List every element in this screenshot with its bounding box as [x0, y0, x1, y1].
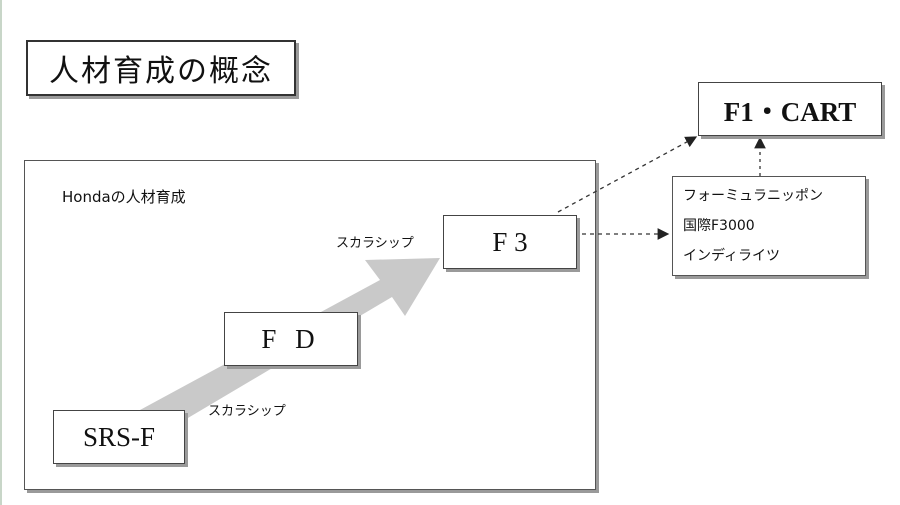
- left-edge-line: [0, 0, 2, 505]
- f3-box: F 3: [443, 215, 577, 269]
- f3-to-f1-dashed-arrow: [557, 136, 698, 213]
- srs-f-box: SRS-F: [53, 410, 185, 464]
- fd-box: F D: [224, 312, 358, 366]
- f1-cart-box: F1・CART: [698, 82, 882, 136]
- series-item-formula-nippon: フォーミュラニッポン: [683, 188, 823, 204]
- series-item-f3000: 国際F3000: [683, 218, 755, 234]
- page-title: 人材育成の概念: [26, 40, 296, 96]
- scholarship-label-lower: スカラシップ: [208, 404, 286, 419]
- series-item-indy-lights: インディライツ: [683, 248, 781, 264]
- honda-training-label: Hondaの人材育成: [62, 188, 186, 206]
- series-box: フォーミュラニッポン 国際F3000 インディライツ: [672, 176, 866, 276]
- scholarship-label-upper: スカラシップ: [336, 236, 414, 251]
